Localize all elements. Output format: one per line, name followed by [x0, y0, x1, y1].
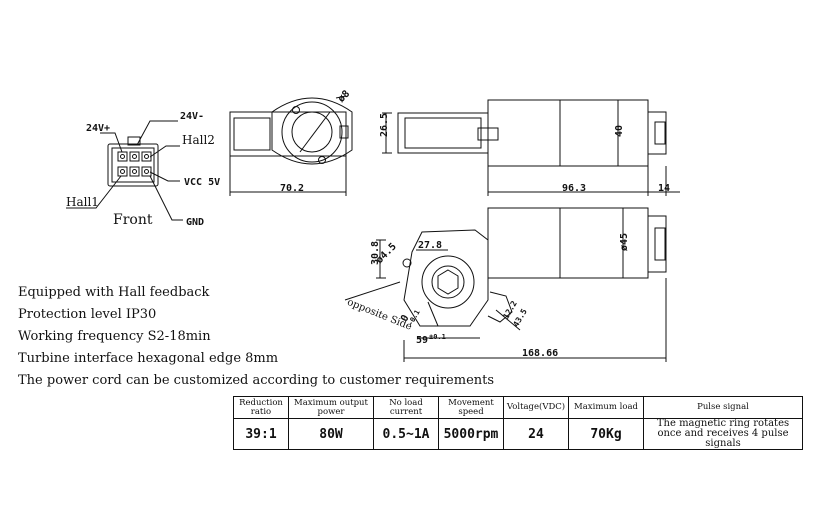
dim-side-length: 96.3: [562, 183, 586, 194]
feature-protection-level: Protection level IP30: [18, 307, 157, 322]
pin-label-24v-plus: 24V+: [86, 123, 110, 134]
dim-bottom-total: 168.66: [522, 348, 558, 359]
spec-header-row: Reduction ratio Maximum output power No …: [233, 396, 803, 419]
feature-working-frequency: Working frequency S2-18min: [18, 329, 211, 344]
value-no-load-current: 0.5~1A: [373, 418, 439, 450]
value-voltage: 24: [503, 418, 569, 450]
header-no-load-current: No load current: [373, 396, 439, 419]
header-max-output-power: Maximum output power: [288, 396, 374, 419]
value-movement-speed: 5000rpm: [438, 418, 504, 450]
header-movement-speed: Movement speed: [438, 396, 504, 419]
feature-hall-feedback: Equipped with Hall feedback: [18, 285, 210, 300]
dim-tol-b: 59: [416, 335, 428, 346]
dim-shaft-length: 14: [658, 183, 670, 194]
pin-label-24v-minus: 24V-: [180, 111, 204, 122]
side-view-top: [382, 99, 680, 196]
pin-label-hall1: Hall1: [66, 195, 99, 209]
connector-front-view: [66, 120, 183, 221]
dim-bottom-diameter: ø45: [619, 233, 630, 251]
connector-view-label: Front: [113, 212, 153, 228]
dim-bottom-height: 30.8: [370, 241, 381, 265]
dim-end-diameter: ø8: [336, 88, 352, 104]
spec-value-row: 39:1 80W 0.5~1A 5000rpm 24 70Kg The magn…: [233, 418, 803, 450]
header-reduction-ratio: Reduction ratio: [233, 396, 289, 419]
dim-tol-a: 0: [399, 313, 412, 324]
pin-label-vcc: VCC 5V: [184, 177, 220, 188]
dim-tol-b-small: ±0.1: [429, 333, 446, 341]
value-max-output-power: 80W: [288, 418, 374, 450]
value-reduction-ratio: 39:1: [233, 418, 289, 450]
pin-label-hall2: Hall2: [182, 133, 215, 147]
dim-side-height: 26.5: [379, 113, 390, 137]
value-pulse-signal: The magnetic ring rotates once and recei…: [643, 418, 803, 450]
feature-power-cord: The power cord can be customized accordi…: [18, 373, 495, 388]
feature-turbine-interface: Turbine interface hexagonal edge 8mm: [18, 351, 279, 366]
value-maximum-load: 70Kg: [568, 418, 644, 450]
dim-bottom-offset: 27.8: [418, 240, 442, 251]
header-maximum-load: Maximum load: [568, 396, 644, 419]
end-view: [229, 95, 353, 196]
pin-label-gnd: GND: [186, 217, 204, 228]
dim-end-width: 70.2: [280, 183, 304, 194]
spec-table: Reduction ratio Maximum output power No …: [233, 396, 803, 450]
header-pulse-signal: Pulse signal: [643, 396, 803, 419]
dim-side-diameter: 40: [614, 125, 625, 137]
side-view-bottom: [344, 207, 667, 362]
header-voltage: Voltage(VDC): [503, 396, 569, 419]
